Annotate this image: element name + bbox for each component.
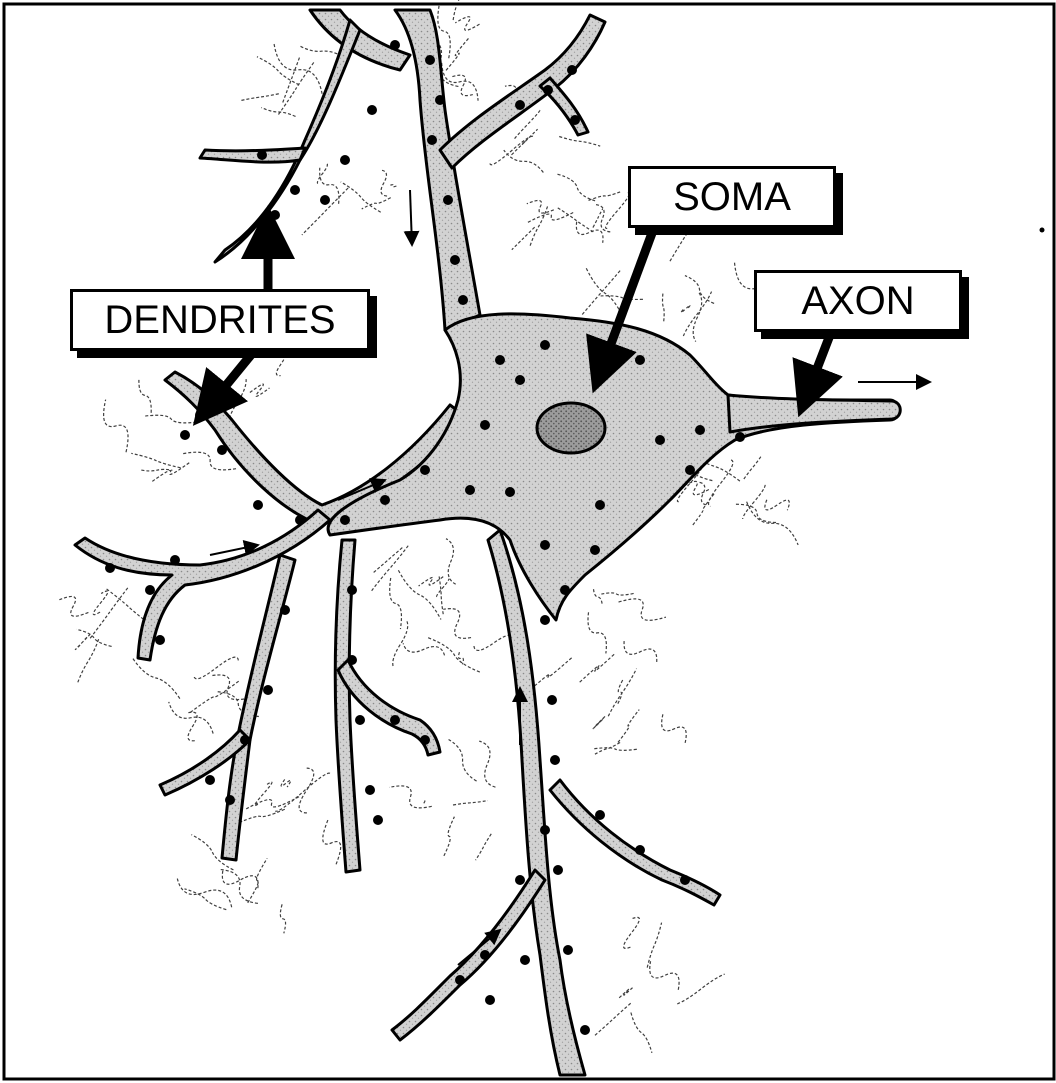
synaptic-terminal bbox=[550, 755, 560, 765]
synaptic-terminal bbox=[240, 735, 250, 745]
synaptic-terminal bbox=[450, 255, 460, 265]
synaptic-terminal bbox=[170, 555, 180, 565]
synaptic-terminal bbox=[347, 585, 357, 595]
synaptic-terminal bbox=[485, 995, 495, 1005]
synaptic-terminal bbox=[253, 500, 263, 510]
synaptic-terminal bbox=[180, 430, 190, 440]
synaptic-terminal bbox=[540, 540, 550, 550]
synaptic-terminal bbox=[380, 495, 390, 505]
synaptic-terminal bbox=[595, 500, 605, 510]
synaptic-terminal bbox=[695, 425, 705, 435]
synaptic-terminal bbox=[205, 775, 215, 785]
synaptic-terminal bbox=[590, 545, 600, 555]
synaptic-terminal bbox=[420, 465, 430, 475]
synaptic-terminal bbox=[320, 195, 330, 205]
synaptic-terminal bbox=[570, 115, 580, 125]
synaptic-terminal bbox=[347, 655, 357, 665]
synaptic-terminal bbox=[427, 135, 437, 145]
dendrite-upper-left-fork bbox=[200, 148, 305, 162]
synaptic-terminal bbox=[290, 185, 300, 195]
synaptic-terminal bbox=[390, 40, 400, 50]
synaptic-terminal bbox=[540, 340, 550, 350]
synaptic-terminal bbox=[567, 65, 577, 75]
synaptic-terminal bbox=[367, 105, 377, 115]
synaptic-terminal bbox=[365, 785, 375, 795]
synaptic-terminal bbox=[465, 485, 475, 495]
synaptic-terminal bbox=[540, 825, 550, 835]
synaptic-terminal bbox=[257, 150, 267, 160]
synaptic-terminal bbox=[547, 695, 557, 705]
synaptic-terminal bbox=[373, 815, 383, 825]
synaptic-terminal bbox=[390, 715, 400, 725]
synaptic-terminal bbox=[553, 865, 563, 875]
synaptic-terminal bbox=[560, 585, 570, 595]
synaptic-terminal bbox=[340, 515, 350, 525]
synaptic-terminal bbox=[685, 465, 695, 475]
synaptic-terminal bbox=[635, 845, 645, 855]
stray-dot bbox=[1040, 228, 1045, 233]
synaptic-terminal bbox=[225, 795, 235, 805]
synaptic-terminal bbox=[580, 1025, 590, 1035]
synaptic-terminal bbox=[217, 445, 227, 455]
synaptic-terminal bbox=[505, 487, 515, 497]
synaptic-terminal bbox=[355, 715, 365, 725]
synaptic-terminal bbox=[515, 375, 525, 385]
synaptic-terminal bbox=[655, 435, 665, 445]
synaptic-terminal bbox=[735, 432, 745, 442]
synaptic-terminal bbox=[105, 563, 115, 573]
synaptic-terminal bbox=[195, 410, 205, 420]
synaptic-terminal bbox=[680, 875, 690, 885]
synaptic-terminal bbox=[340, 155, 350, 165]
soma-label: SOMA bbox=[628, 166, 836, 228]
synaptic-terminal bbox=[455, 975, 465, 985]
synaptic-terminal bbox=[515, 100, 525, 110]
synaptic-terminal bbox=[480, 950, 490, 960]
synaptic-terminal bbox=[540, 615, 550, 625]
synaptic-terminal bbox=[270, 210, 280, 220]
synaptic-terminal bbox=[280, 605, 290, 615]
synaptic-terminal bbox=[155, 635, 165, 645]
nucleus bbox=[537, 403, 605, 453]
synaptic-terminal bbox=[443, 195, 453, 205]
synaptic-terminal bbox=[563, 945, 573, 955]
synaptic-terminal bbox=[543, 85, 553, 95]
synaptic-terminal bbox=[458, 295, 468, 305]
axon-label: AXON bbox=[754, 270, 962, 332]
dendrites-label: DENDRITES bbox=[70, 289, 370, 351]
synaptic-terminal bbox=[420, 735, 430, 745]
synaptic-terminal bbox=[263, 685, 273, 695]
synaptic-terminal bbox=[480, 420, 490, 430]
synaptic-terminal bbox=[145, 585, 155, 595]
synaptic-terminal bbox=[520, 955, 530, 965]
synaptic-terminal bbox=[495, 355, 505, 365]
synaptic-terminal bbox=[635, 355, 645, 365]
synaptic-terminal bbox=[595, 810, 605, 820]
synaptic-terminal bbox=[515, 875, 525, 885]
synaptic-terminal bbox=[425, 55, 435, 65]
synaptic-terminal bbox=[435, 95, 445, 105]
synaptic-terminal bbox=[295, 515, 305, 525]
